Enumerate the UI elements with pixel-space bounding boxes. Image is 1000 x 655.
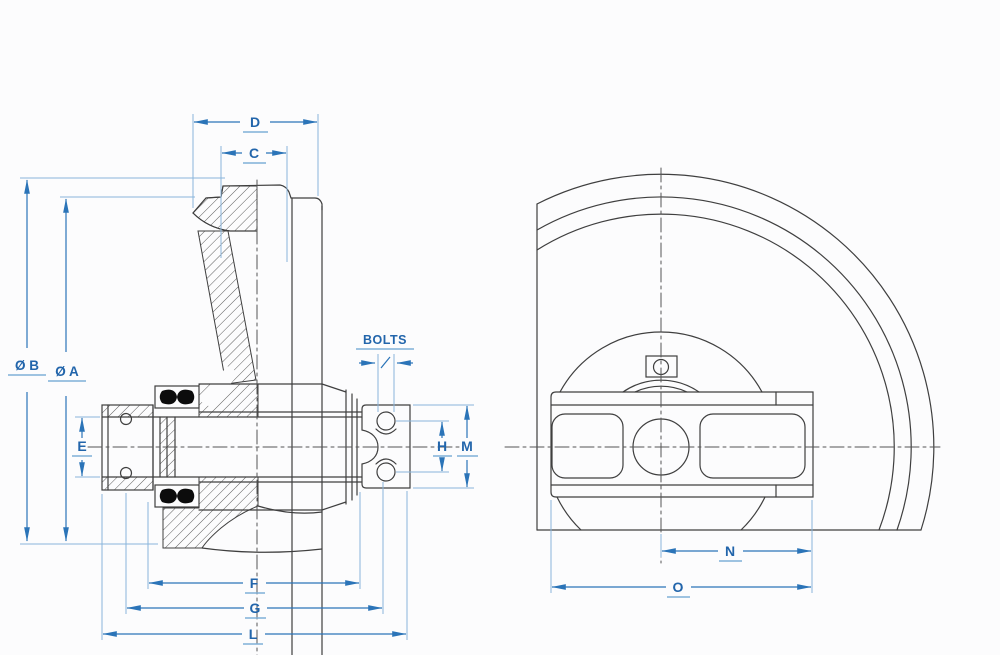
shaft-bracket-band-bottom — [101, 476, 154, 491]
dimension-lines-side — [551, 548, 812, 590]
bolt-hole-bottom — [376, 462, 396, 482]
side-view — [504, 167, 941, 564]
dimension-lines — [24, 119, 470, 637]
dimensions-side: N O — [550, 500, 813, 598]
seal-bottom-right — [177, 488, 195, 504]
dim-label-m: M — [461, 438, 473, 454]
wheel-profile-top — [192, 184, 323, 214]
hub-cone-bottom — [321, 501, 347, 511]
yoke-slot-left — [551, 413, 624, 479]
label-underlines — [8, 131, 478, 645]
hub-section-bottom — [162, 476, 259, 549]
web-silhouette-lower — [201, 547, 323, 553]
outer-diameter-arc — [536, 173, 935, 531]
seal-housing-top — [154, 385, 200, 409]
rim-inner-line-top — [192, 212, 258, 232]
extension-lines — [20, 114, 474, 640]
yoke-outline — [550, 391, 814, 498]
dim-label-c: C — [249, 145, 259, 161]
dim-label-dia-a: Ø A — [55, 364, 79, 379]
seal-top-right — [177, 389, 195, 405]
web-section — [197, 230, 257, 385]
dim-label-n: N — [725, 543, 735, 559]
seal-bottom-left — [159, 488, 177, 504]
dim-label-l: L — [249, 626, 258, 642]
bolt-boss-top — [375, 428, 397, 435]
dim-label-h: H — [437, 438, 447, 454]
dim-label-d: D — [250, 114, 260, 130]
flange-diameter-arc — [536, 213, 895, 531]
floating-seals — [159, 389, 195, 504]
yoke-slot-right — [699, 413, 806, 479]
extension-lines-side — [550, 500, 813, 593]
section-view — [87, 179, 461, 655]
seal-housing-bottom — [154, 484, 200, 508]
mount-bracket — [361, 404, 411, 489]
section-hatching — [101, 185, 259, 549]
shaft-bracket-band-top — [101, 404, 154, 418]
seal-top-left — [159, 389, 177, 405]
dim-label-dia-b: Ø B — [15, 358, 39, 373]
bolt-boss-bottom — [375, 458, 397, 465]
hub-cone-top — [321, 383, 347, 393]
rim-flange-section-top — [192, 185, 258, 232]
shaft-pin-hole-bottom — [119, 466, 133, 480]
dim-label-e: E — [77, 438, 86, 454]
dim-label-g: G — [250, 600, 261, 616]
spoke-window — [200, 366, 239, 408]
hub-circle-bottom-left — [556, 496, 582, 531]
tread-diameter-arc — [536, 196, 912, 531]
web-silhouette-upper — [257, 505, 323, 514]
label-underlines-side — [667, 560, 742, 598]
dimensions-section: D C Ø B Ø A E BOLTS H M F G L — [8, 114, 478, 645]
hub-circle-bottom-right — [740, 496, 766, 531]
shaft-pin-hole-top — [119, 412, 133, 426]
dim-label-f: F — [250, 575, 259, 591]
dim-label-bolts: BOLTS — [363, 333, 407, 347]
dim-label-o: O — [673, 579, 684, 595]
bolt-hole-top — [376, 411, 396, 431]
